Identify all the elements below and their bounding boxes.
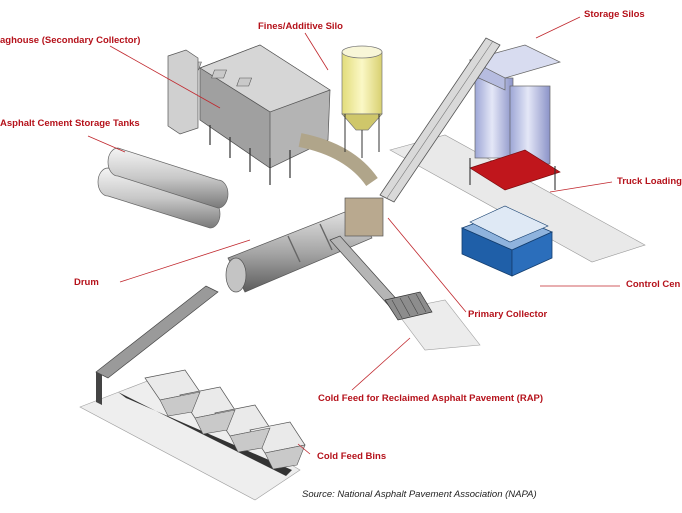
drum xyxy=(225,197,384,293)
asphalt-tanks-label: Asphalt Cement Storage Tanks xyxy=(0,118,140,129)
control-center-label: Control Cen xyxy=(626,279,681,290)
cold-feed-bins-label: Cold Feed Bins xyxy=(317,451,387,462)
source-caption: Source: National Asphalt Pavement Associ… xyxy=(302,489,537,500)
rap-feed-label: Cold Feed for Reclaimed Asphalt Pavement… xyxy=(318,393,544,404)
rap-conveyor xyxy=(329,235,433,321)
silo-conveyor xyxy=(379,37,501,203)
truck-loading-label: Truck Loading xyxy=(617,176,682,187)
cold-feed-conveyor xyxy=(95,285,219,405)
fines-silo xyxy=(341,45,383,158)
drum-label: Drum xyxy=(74,277,99,288)
asphalt-tanks xyxy=(97,147,229,229)
control-center xyxy=(460,205,553,277)
storage-silos xyxy=(469,44,561,191)
baghouse-label: aghouse (Secondary Collector) xyxy=(0,35,141,46)
fines-silo-label: Fines/Additive Silo xyxy=(258,21,343,32)
baghouse xyxy=(167,44,378,187)
cold-feed-bins xyxy=(118,369,306,476)
leader-lines xyxy=(87,16,620,455)
primary-collector-label: Primary Collector xyxy=(468,309,548,320)
storage-silos-label: Storage Silos xyxy=(584,9,645,20)
